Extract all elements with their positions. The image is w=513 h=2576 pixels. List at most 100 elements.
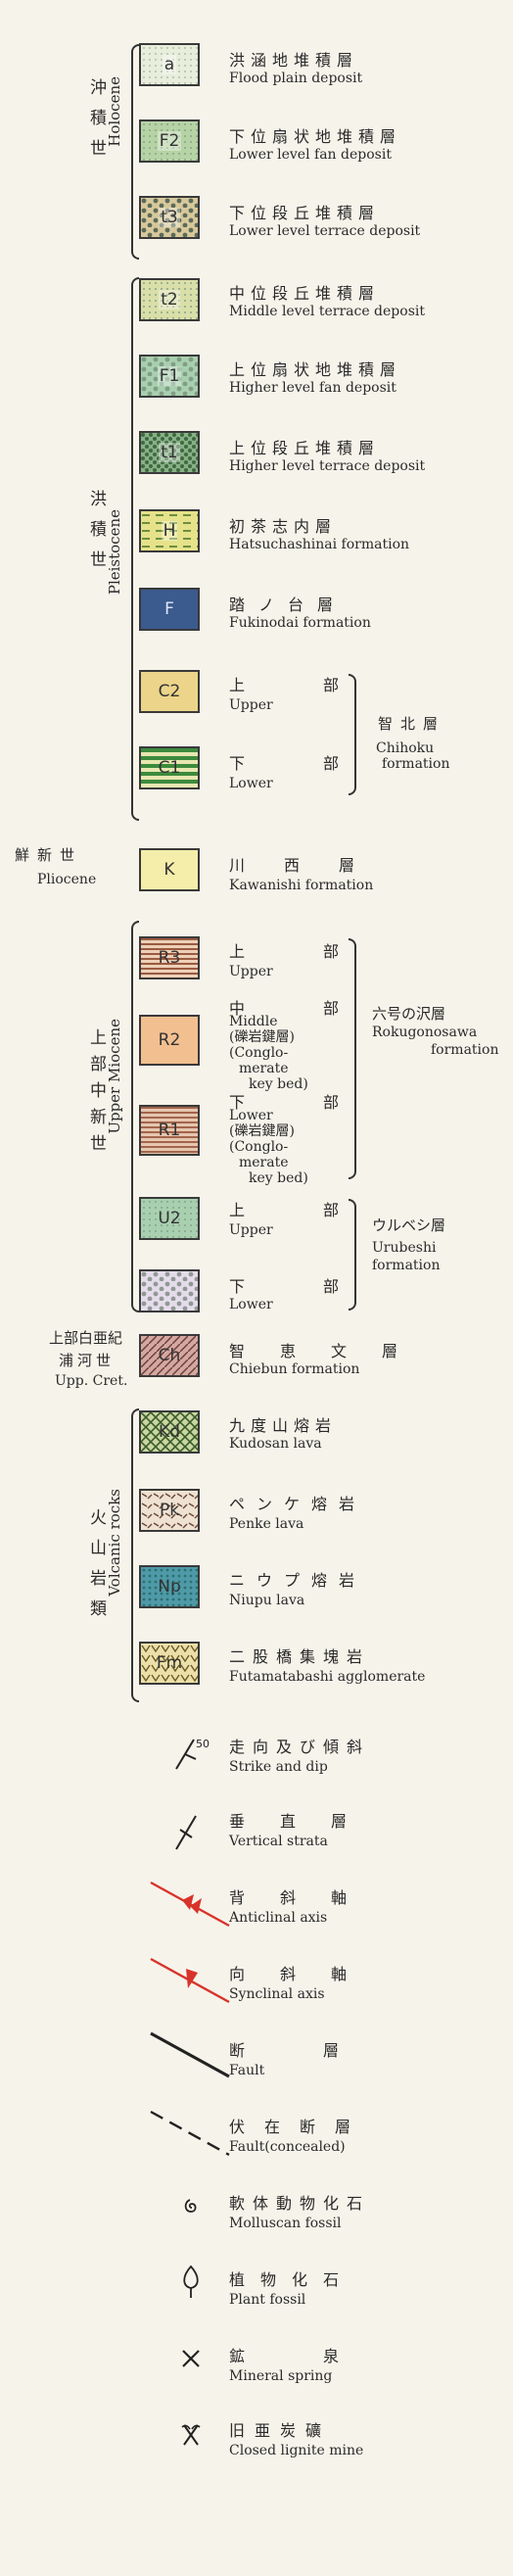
unit-f-en: Fukinodai formation <box>229 615 371 631</box>
symbol-syncline-en: Synclinal axis <box>229 1986 325 2002</box>
symbol-anticline-jp: 背斜軸 <box>229 1888 383 1907</box>
unit-t3-jp: 下位段丘堆積層 <box>229 204 381 222</box>
unit-t2-jp: 中位段丘堆積層 <box>229 284 381 303</box>
swatch-fm-label: Fm <box>156 1653 183 1673</box>
unit-r2-en2: (礫岩鍵層) <box>229 1029 295 1045</box>
unit-kd-en: Kudosan lava <box>229 1436 322 1452</box>
rokugo-en1: Rokugonosawa <box>372 1025 478 1040</box>
pliocene-jp: 鮮新世 <box>15 846 83 864</box>
chihoku-jp: 智北層 <box>378 715 446 733</box>
mineral-spring-icon <box>182 2350 200 2367</box>
cretaceous-jp1: 上部白亜紀 <box>49 1329 123 1347</box>
swatch-t1: t1 <box>139 431 200 474</box>
symbol-molluscan-jp: 軟体動物化石 <box>229 2194 371 2213</box>
swatch-t2-label: t2 <box>159 290 180 310</box>
unit-t3-en: Lower level terrace deposit <box>229 223 421 239</box>
unit-c1-en: Lower <box>229 776 273 791</box>
unit-u1-en: Lower <box>229 1297 273 1312</box>
symbol-fault-en: Fault <box>229 2063 265 2078</box>
unit-r2-en4: merate <box>239 1061 289 1076</box>
unit-r3-jp: 上部 <box>229 942 418 961</box>
unit-f1-jp: 上位扇状地堆積層 <box>229 360 402 379</box>
rokugo-jp: 六号の沢層 <box>372 1005 446 1023</box>
swatch-h: H <box>139 509 200 552</box>
swatch-ch-label: Ch <box>158 1346 181 1365</box>
cretaceous-en: Upp. Cret. <box>55 1373 128 1389</box>
unit-r2-en5: key bed) <box>249 1076 308 1092</box>
symbol-strike-dip-en: Strike and dip <box>229 1759 328 1775</box>
volcanic-brace <box>131 1408 139 1702</box>
unit-kd-jp: 九度山熔岩 <box>229 1416 338 1435</box>
unit-np-jp: ニウプ熔岩 <box>229 1571 367 1590</box>
syncline-icon <box>150 1957 230 2004</box>
miocene-jp: 上部中新世 <box>86 1028 106 1161</box>
swatch-fm: Fm <box>139 1642 200 1685</box>
symbol-vertical-en: Vertical strata <box>229 1834 328 1849</box>
pleistocene-brace <box>131 277 139 821</box>
symbol-lignite-en: Closed lignite mine <box>229 2443 364 2458</box>
unit-pk-jp: ペンケ熔岩 <box>229 1495 367 1513</box>
symbol-vertical-jp: 垂直層 <box>229 1812 383 1831</box>
urubeshi-en2: formation <box>372 1258 441 1273</box>
swatch-t3-label: t3 <box>159 208 180 227</box>
swatch-t3: t3 <box>139 196 200 239</box>
swatch-pk-label: Pk <box>159 1501 180 1520</box>
fault-concealed-icon <box>150 2110 230 2157</box>
swatch-kd: Kd <box>139 1410 200 1454</box>
unit-r1-jp: 下部 <box>229 1093 418 1112</box>
cretaceous-jp2: 浦河世 <box>59 1352 116 1369</box>
unit-r1-en4: merate <box>239 1155 289 1170</box>
symbol-fault-jp: 断層 <box>229 2041 418 2060</box>
unit-f-jp: 踏ノ台層 <box>229 596 348 614</box>
swatch-a-label: a <box>162 55 177 74</box>
unit-u1-jp: 下部 <box>229 1277 418 1296</box>
symbol-lignite-jp: 旧亜炭礦 <box>229 2421 332 2440</box>
unit-fm-en: Futamatabashi agglomerate <box>229 1669 426 1685</box>
fault-icon <box>150 2031 230 2078</box>
miocene-brace <box>131 921 139 1312</box>
unit-r2-en1: Middle <box>229 1014 278 1029</box>
miocene-en: Upper Miocene <box>106 1019 123 1134</box>
swatch-c2-label: C2 <box>158 682 181 701</box>
unit-r1-en2: (礫岩鍵層) <box>229 1123 295 1139</box>
swatch-pk: Pk <box>139 1489 200 1532</box>
unit-k-jp: 川西層 <box>229 856 395 875</box>
swatch-k-label: K <box>163 860 175 880</box>
anticline-icon <box>150 1881 230 1928</box>
pleistocene-jp: 洪積世 <box>86 490 106 581</box>
lignite-mine-icon <box>181 2424 201 2446</box>
swatch-f2-label: F2 <box>157 131 182 151</box>
unit-r1-en3: (Conglo- <box>229 1139 289 1155</box>
unit-t1-en: Higher level terrace deposit <box>229 458 426 474</box>
unit-ch-jp: 智恵文層 <box>229 1342 434 1360</box>
unit-r2-jp: 中部 <box>229 999 418 1018</box>
rokugo-en2: formation <box>431 1042 499 1058</box>
molluscan-fossil-icon <box>184 2199 197 2213</box>
swatch-r1-label: R1 <box>158 1121 181 1140</box>
unit-f2-en: Lower level fan deposit <box>229 147 392 163</box>
swatch-ch: Ch <box>139 1334 200 1377</box>
unit-r1-en5: key bed) <box>249 1170 308 1186</box>
unit-c2-en: Upper <box>229 697 273 713</box>
unit-fm-jp: 二股橋集塊岩 <box>229 1647 371 1666</box>
swatch-r1: R1 <box>139 1105 200 1156</box>
unit-c1-jp: 下部 <box>229 754 418 773</box>
swatch-c1: C1 <box>139 746 200 789</box>
unit-t1-jp: 上位段丘堆積層 <box>229 439 381 457</box>
unit-r1-en1: Lower <box>229 1108 273 1123</box>
chihoku-en2: formation <box>382 756 450 772</box>
strike-dip-icon: 50 <box>175 1738 210 1770</box>
holocene-brace <box>131 44 139 260</box>
unit-r3-en: Upper <box>229 964 273 979</box>
rokugo-brace <box>349 938 356 1179</box>
swatch-a: a <box>139 43 200 86</box>
unit-pk-en: Penke lava <box>229 1516 304 1532</box>
plant-fossil-icon <box>183 2265 199 2298</box>
pliocene-en: Pliocene <box>37 872 97 887</box>
unit-u2-en: Upper <box>229 1222 273 1238</box>
swatch-np-label: Np <box>158 1577 181 1597</box>
pleistocene-en: Pleistocene <box>106 509 123 596</box>
urubeshi-en1: Urubeshi <box>372 1240 437 1256</box>
swatch-h-label: H <box>161 521 178 541</box>
unit-ch-en: Chiebun formation <box>229 1361 360 1377</box>
